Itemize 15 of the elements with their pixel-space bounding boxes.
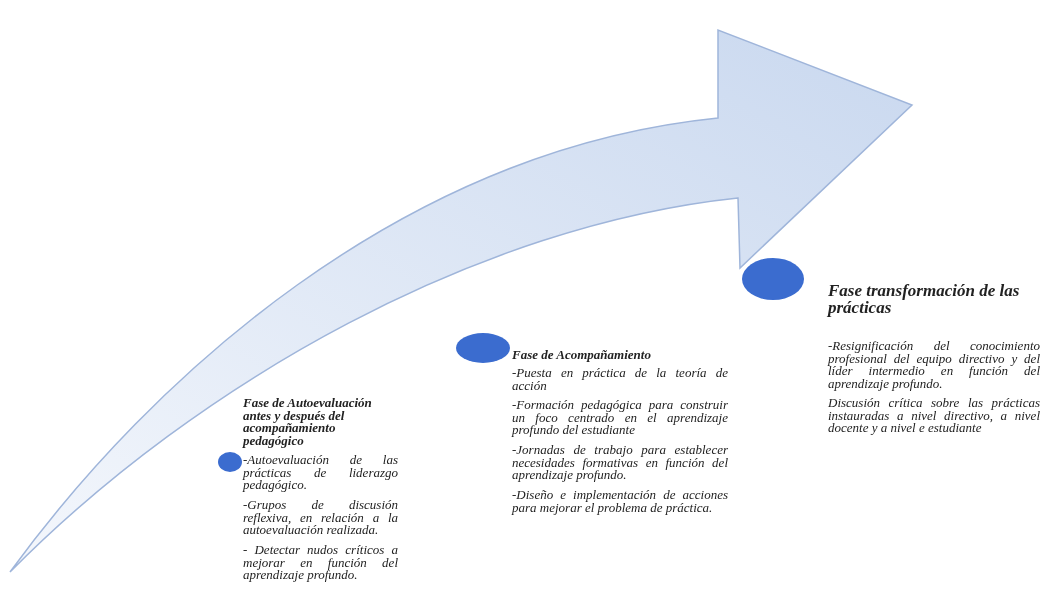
phase-circle — [742, 258, 804, 300]
phase-heading: Fase de Acompañamiento — [512, 349, 652, 362]
phase-item-text: Discusión crítica sobre las prácticas instauradas a nivel directivo, a nivel docente y a nivel e estudiante — [828, 397, 1040, 435]
phase-item-text: -Puesta en práctica de la teoría de acción — [512, 367, 728, 393]
phase-circle — [456, 333, 510, 363]
phase-item-text: -Grupos de discusión reflexiva, en relación a la autoevaluación realizada. — [243, 499, 398, 537]
phase-circle — [218, 452, 242, 472]
phase-item-text: - Detectar nudos críticos a mejorar en función del aprendizaje profundo. — [243, 544, 398, 582]
phase-item-text: -Autoevaluación de las prácticas de liderazgo pedagógico. — [243, 454, 398, 492]
phase-heading: Fase de Autoevaluación antes y después del acompañamiento pedagógico — [243, 397, 373, 447]
phase-item-text: -Jornadas de trabajo para establecer necesidades formativas en función del aprendizaje profundo. — [512, 444, 728, 482]
phase-item-text: -Diseño e implementación de acciones para mejorar el problema de práctica. — [512, 489, 728, 515]
phase-item-text: -Resignificación del conocimiento profesional del equipo directivo y del líder intermedio en función del aprendizaje profundo. — [828, 340, 1040, 391]
phase-item-text: -Formación pedagógica para construir un foco centrado en el aprendizaje profundo del estudiante — [512, 399, 728, 437]
phase-heading: Fase transformación de las prácticas — [828, 283, 1021, 316]
